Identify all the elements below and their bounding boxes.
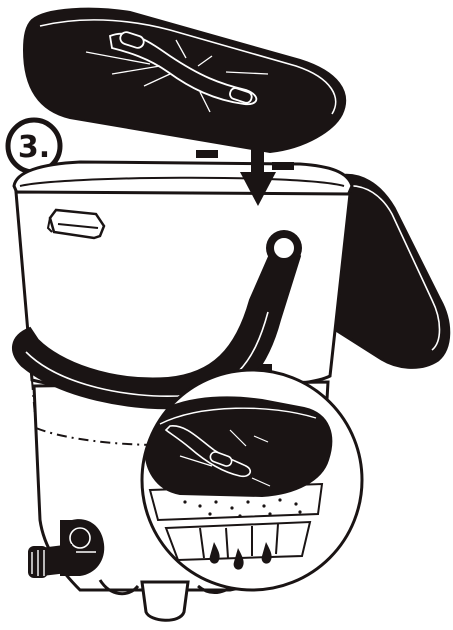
detail-magnifier-circle bbox=[142, 370, 362, 590]
drain-tap bbox=[28, 519, 104, 578]
step-label: 3. bbox=[18, 130, 50, 165]
side-lid-flap bbox=[336, 175, 449, 367]
lid bbox=[24, 9, 345, 170]
